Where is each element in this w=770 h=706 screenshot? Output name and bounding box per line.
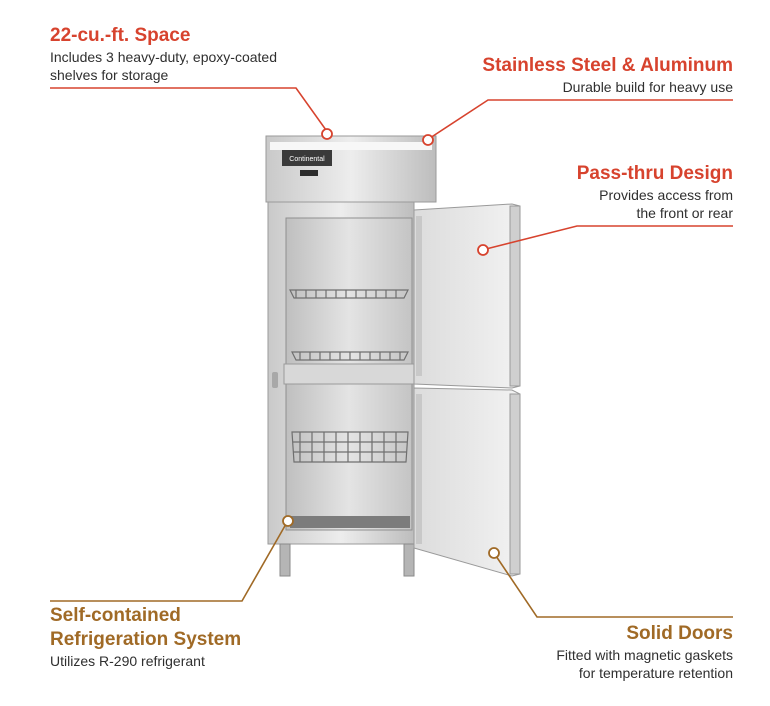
lower-door	[413, 387, 521, 577]
wire-shelf	[291, 431, 409, 463]
brand-plate	[282, 150, 332, 166]
cabinet-legs	[279, 543, 415, 577]
callout-title: Solid Doors	[626, 623, 733, 644]
callout-desc: shelves for storage	[50, 67, 169, 83]
callout-desc: the front or rear	[636, 205, 734, 221]
leader-line-passthru	[485, 225, 733, 250]
callout-title: Refrigeration System	[50, 629, 242, 650]
marker-dot	[422, 134, 434, 146]
leader-line-space	[50, 87, 327, 131]
callout-selfcontained: Self-contained Refrigeration System Util…	[50, 604, 241, 670]
upper-door	[413, 203, 521, 389]
top-control-housing: Continental	[265, 135, 437, 203]
leader-line-steel	[429, 99, 733, 139]
leader-line-selfcontained	[50, 523, 287, 602]
side-handle	[272, 372, 278, 388]
wire-shelf	[289, 289, 409, 299]
leader-line-doors	[495, 555, 733, 618]
brand-plate-text: Continental	[289, 156, 325, 163]
callout-title: 22-cu.-ft. Space	[50, 25, 191, 46]
callout-desc: Utilizes R-290 refrigerant	[50, 653, 205, 669]
marker-dot	[282, 515, 294, 527]
cabinet-body	[267, 201, 415, 545]
marker-dot	[477, 244, 489, 256]
callout-space: 22-cu.-ft. Space Includes 3 heavy-duty, …	[50, 24, 277, 84]
callout-steel: Stainless Steel & Aluminum Durable build…	[482, 54, 733, 96]
callout-title: Pass-thru Design	[576, 163, 733, 184]
marker-dot	[321, 128, 333, 140]
callout-desc: Includes 3 heavy-duty, epoxy-coated	[50, 49, 277, 65]
callout-doors: Solid Doors Fitted with magnetic gaskets…	[556, 622, 733, 682]
wire-shelf	[291, 351, 409, 361]
temperature-display	[300, 170, 318, 176]
marker-dot	[488, 547, 500, 559]
callout-title: Self-contained	[50, 605, 181, 626]
callout-desc: Provides access from	[599, 187, 733, 203]
callout-passthru: Pass-thru Design Provides access from th…	[577, 162, 733, 222]
callout-title: Stainless Steel & Aluminum	[482, 55, 733, 76]
callout-desc: for temperature retention	[578, 665, 733, 681]
callout-desc: Durable build for heavy use	[562, 79, 733, 95]
callout-desc: Fitted with magnetic gaskets	[556, 647, 733, 663]
